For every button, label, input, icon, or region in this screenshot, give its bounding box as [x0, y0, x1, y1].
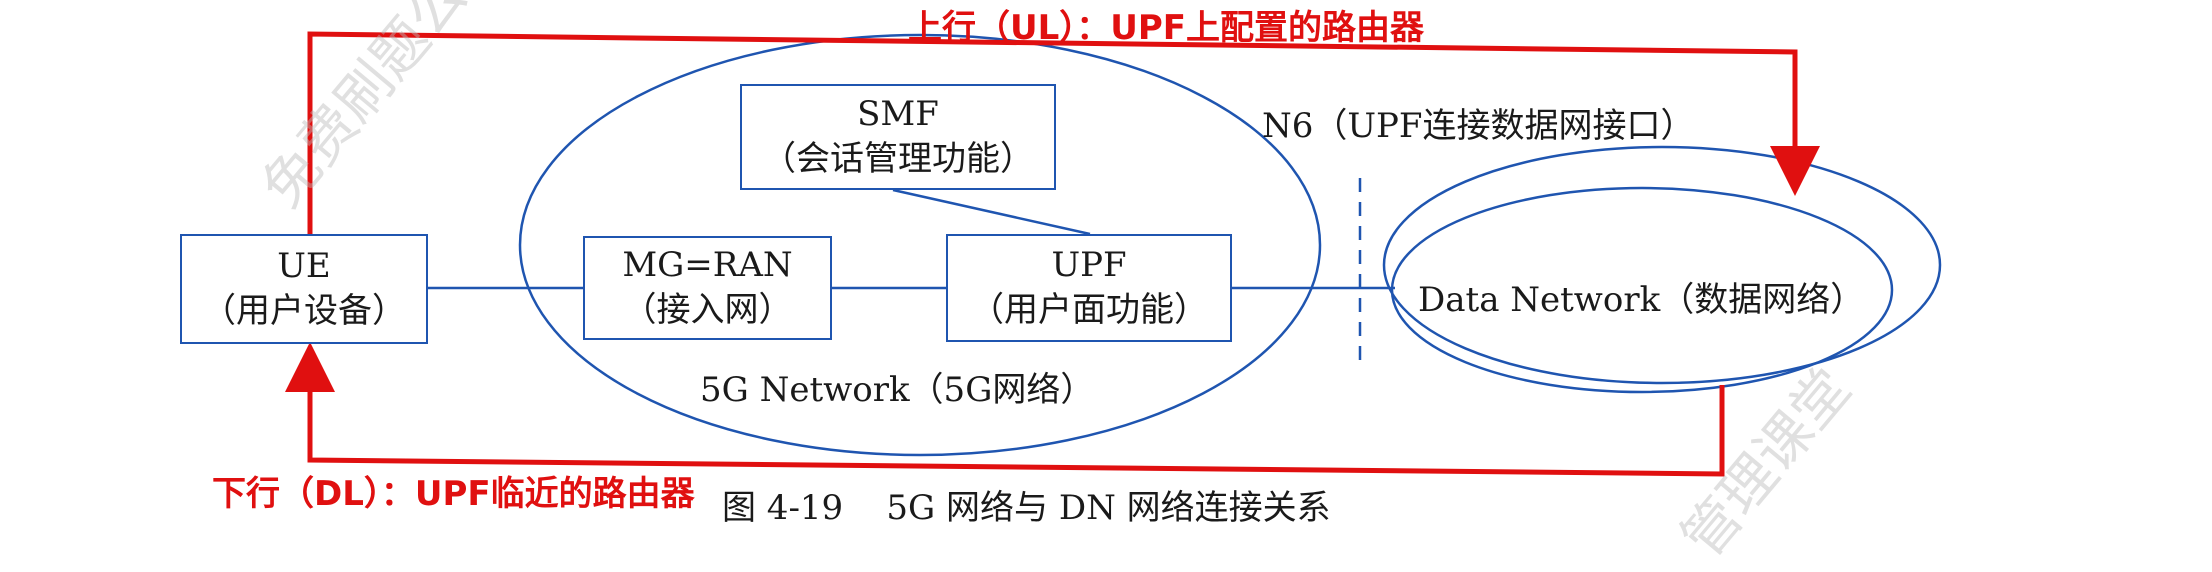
smf-title: SMF	[857, 94, 939, 135]
uplink-path	[307, 31, 1820, 234]
smf-box: SMF （会话管理功能）	[740, 84, 1056, 190]
ue-subtitle: （用户设备）	[202, 291, 406, 331]
smf-subtitle: （会话管理功能）	[762, 139, 1034, 179]
upf-box: UPF （用户面功能）	[946, 234, 1232, 342]
diagram-canvas: 免费刷题公众号 管理课堂 UE （用户设备） SMF （会话管理功能） MG=R…	[180, 0, 1942, 570]
link-smf-upf	[892, 188, 1091, 236]
5g-network-ellipse	[518, 33, 1322, 457]
figure-caption: 图 4-19 5G 网络与 DN 网络连接关系	[722, 488, 1331, 528]
ue-box: UE （用户设备）	[180, 234, 428, 344]
data-network-ellipse-inner	[1390, 186, 1894, 394]
ue-title: UE	[277, 246, 331, 287]
data-network-ellipse-outer	[1382, 145, 1942, 385]
downlink-annotation: 下行（DL）：UPF临近的路由器	[212, 474, 695, 514]
upf-subtitle: （用户面功能）	[970, 290, 1208, 330]
uplink-annotation: 上行（UL）：UPF上配置的路由器	[908, 8, 1425, 48]
ran-title: MG=RAN	[622, 245, 793, 286]
5g-network-label: 5G Network（5G网络）	[700, 370, 1095, 410]
ran-box: MG=RAN （接入网）	[583, 236, 832, 340]
ran-subtitle: （接入网）	[622, 290, 793, 330]
diagram-lines	[285, 31, 1942, 477]
upf-title: UPF	[1051, 245, 1127, 286]
downlink-path	[285, 342, 1725, 477]
data-network-label: Data Network（数据网络）	[1418, 280, 1865, 320]
n6-label: N6（UPF连接数据网接口）	[1262, 106, 1695, 146]
